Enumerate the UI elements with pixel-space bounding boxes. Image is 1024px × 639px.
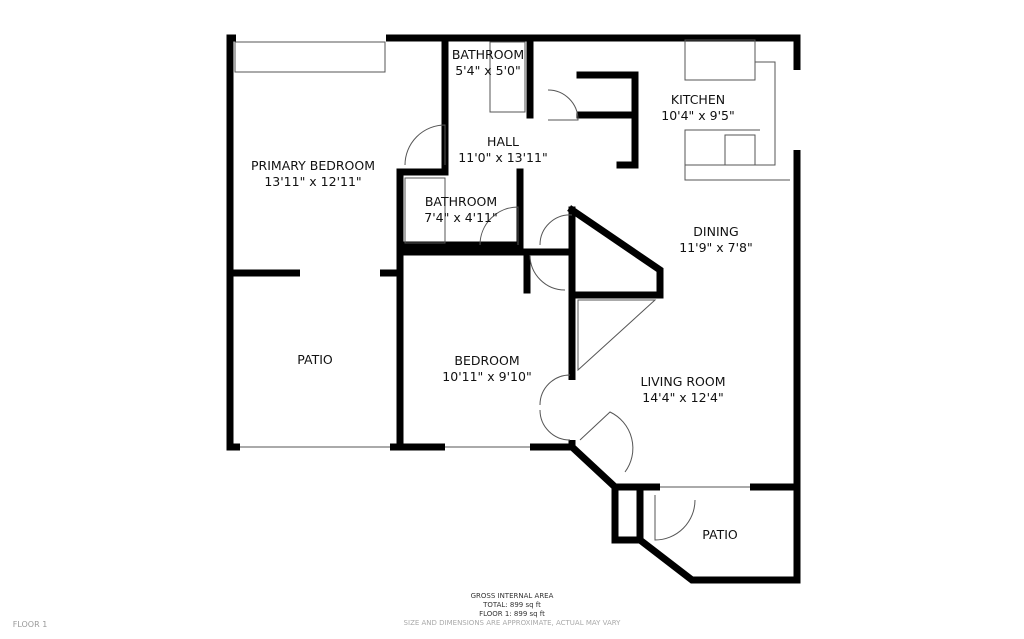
room-name: PRIMARY BEDROOM: [251, 158, 375, 173]
room-name: DINING: [693, 224, 739, 239]
room-dims: 14'4" x 12'4": [642, 390, 724, 405]
room-name: BATHROOM: [424, 194, 498, 209]
room-dims: 11'0" x 13'11": [458, 150, 548, 165]
wall-outer-top-right: [226, 34, 801, 524]
room-dims: 5'4" x 5'0": [455, 63, 521, 78]
wall-outer-left: [226, 34, 404, 451]
area-summary: GROSS INTERNAL AREA TOTAL: 899 sq ft FLO…: [404, 592, 621, 628]
wall-closet: [567, 205, 664, 299]
room-name: PATIO: [297, 352, 333, 367]
area-title: GROSS INTERNAL AREA: [470, 592, 554, 600]
wall-bathroom2: [396, 168, 524, 249]
room-dims: 10'11" x 9'10": [442, 369, 532, 384]
area-floor: FLOOR 1: 899 sq ft: [479, 610, 545, 618]
room-name: HALL: [487, 134, 519, 149]
floor-label: FLOOR 1: [12, 620, 48, 629]
room-name: BATHROOM: [451, 47, 525, 62]
wall-patio-top: [567, 442, 801, 491]
disclaimer: SIZE AND DIMENSIONS ARE APPROXIMATE, ACT…: [403, 619, 621, 627]
room-name: LIVING ROOM: [640, 374, 726, 389]
wall-pantry: [576, 71, 639, 169]
room-dims: 10'4" x 9'5": [661, 108, 735, 123]
wall-bedroom-top: [396, 248, 576, 294]
room-dims: 13'11" x 12'11": [264, 174, 362, 189]
room-name: KITCHEN: [670, 92, 726, 107]
area-total: TOTAL: 899 sq ft: [483, 601, 541, 609]
room-label-patio-2: PATIO: [702, 527, 737, 543]
wall-patio: [611, 483, 801, 584]
room-dims: 7'4" x 4'11": [424, 210, 498, 225]
room-label-patio-1: PATIO: [297, 352, 332, 368]
room-name: PATIO: [702, 527, 738, 542]
room-name: BEDROOM: [454, 353, 520, 368]
room-dims: 11'9" x 7'8": [679, 240, 753, 255]
